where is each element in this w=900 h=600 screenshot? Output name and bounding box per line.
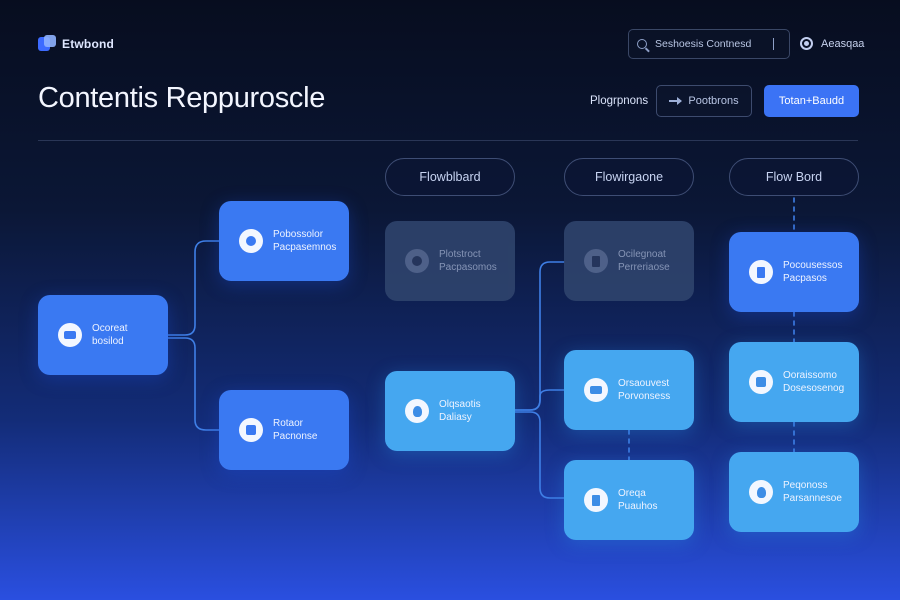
arrow-right-icon (669, 97, 683, 105)
node-title: Plotstroct (439, 248, 481, 260)
document-icon (749, 260, 773, 284)
flow-node-branch-top[interactable]: Pobossolor Pacpasemnos (219, 201, 349, 281)
pill-icon (584, 488, 608, 512)
node-subtitle: Porvonsess (618, 390, 671, 402)
shield-icon (749, 480, 773, 504)
column-header-3[interactable]: Flow Bord (729, 158, 859, 196)
flow-node-c2-placeholder[interactable]: Ocilegnoat Perreriaose (564, 221, 694, 301)
node-subtitle: Daliasy (439, 411, 472, 423)
node-subtitle: Parsannesoe (783, 492, 842, 504)
header-divider (38, 140, 858, 141)
search-icon (637, 39, 647, 49)
node-subtitle: Pacnonse (273, 430, 318, 442)
logo-icon (38, 35, 56, 53)
gear-icon[interactable] (800, 37, 813, 50)
image-icon (584, 378, 608, 402)
node-title: Ocoreat (92, 322, 128, 334)
flow-node-c1-main[interactable]: Olqsaotis Daliasy (385, 371, 515, 451)
column-header-2[interactable]: Flowirgaone (564, 158, 694, 196)
node-title: Olqsaotis (439, 398, 481, 410)
node-title: Oreqa (618, 487, 646, 499)
node-title: Pocousessos (783, 259, 843, 271)
list-icon (749, 370, 773, 394)
node-subtitle: Perreriaose (618, 261, 670, 273)
primary-button[interactable]: Totan+Baudd (764, 85, 859, 117)
logo-text: Etwbond (62, 37, 115, 51)
node-subtitle: Pacpasomos (439, 261, 497, 273)
flow-node-c3-a[interactable]: Pocousessos Pacpasos (729, 232, 859, 312)
flow-node-branch-bottom[interactable]: Rotaor Pacnonse (219, 390, 349, 470)
connector-c1-c2a (514, 389, 565, 411)
node-title: Ocilegnoat (618, 248, 666, 260)
secondary-button[interactable]: Pootbrons (656, 85, 752, 117)
target-icon (239, 229, 263, 253)
flow-node-c2-b[interactable]: Oreqa Puauhos (564, 460, 694, 540)
flow-node-c1-placeholder[interactable]: Plotstroct Pacpasomos (385, 221, 515, 301)
secondary-button-label: Pootbrons (688, 95, 739, 107)
connector-c1-c2dim (514, 261, 565, 411)
node-subtitle: Pacpasemnos (273, 241, 337, 253)
flow-node-c2-a[interactable]: Orsaouvest Porvonsess (564, 350, 694, 430)
p-icon (405, 249, 429, 273)
primary-button-label: Totan+Baudd (778, 95, 845, 107)
node-title: Rotaor (273, 417, 304, 429)
connector-source-top (167, 240, 220, 336)
toolbar-label: Plogrpnons (590, 95, 649, 107)
column-header-label: Flowblbard (419, 170, 481, 184)
flow-node-source[interactable]: Ocoreat bosilod (38, 295, 168, 375)
document-icon (584, 249, 608, 273)
search-input[interactable] (653, 37, 767, 51)
user-label: Aeasqaa (821, 37, 865, 50)
connector-c1-c2b (514, 411, 565, 499)
node-title: Pobossolor (273, 228, 324, 240)
flow-node-c3-b[interactable]: Ooraissomo Dosesosenog (729, 342, 859, 422)
node-subtitle: Dosesosenog (783, 382, 845, 394)
column-header-label: Flowirgaone (594, 170, 664, 184)
node-subtitle: Pacpasos (783, 272, 827, 284)
user-menu[interactable]: Aeasqaa (800, 37, 864, 50)
column-header-label: Flow Bord (765, 170, 823, 184)
node-title: Ooraissomo (783, 369, 837, 381)
drop-icon (405, 399, 429, 423)
search-box[interactable] (628, 29, 790, 59)
node-title: Orsaouvest (618, 377, 670, 389)
column-header-1[interactable]: Flowblbard (385, 158, 515, 196)
card-icon (58, 323, 82, 347)
flow-node-c3-c[interactable]: Peqonoss Parsannesoe (729, 452, 859, 532)
app-logo[interactable]: Etwbond (38, 35, 114, 53)
connector-source-bottom (167, 337, 220, 431)
node-title: Peqonoss (783, 479, 828, 491)
square-icon (239, 418, 263, 442)
node-subtitle: bosilod (92, 335, 124, 347)
node-subtitle: Puauhos (618, 500, 658, 512)
page-title: Contentis Reppuroscle (38, 82, 326, 114)
chevron-divider-icon (773, 38, 774, 50)
